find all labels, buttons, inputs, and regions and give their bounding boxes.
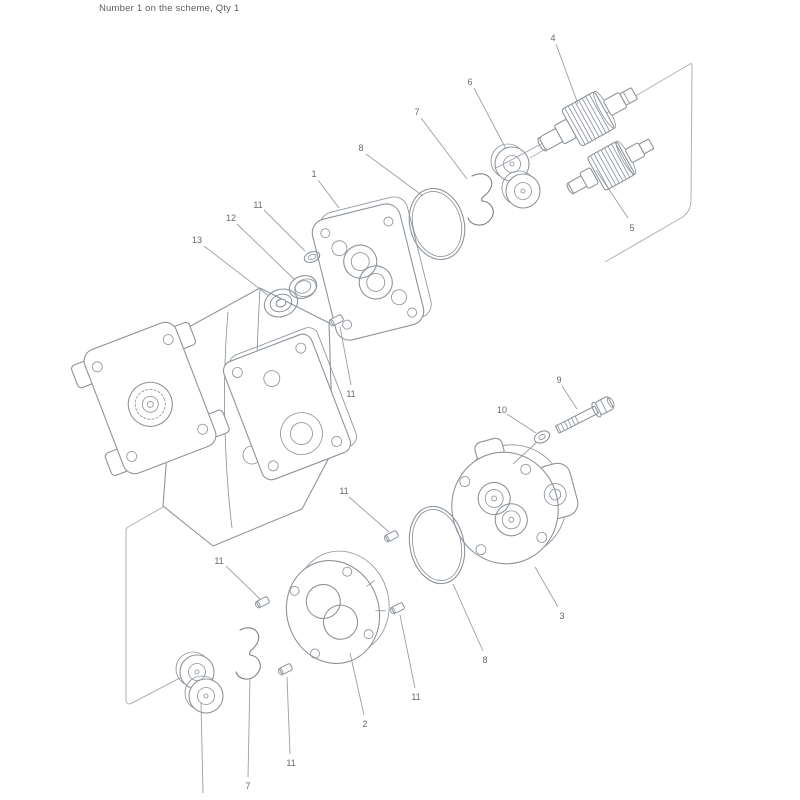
dowel-pin: [383, 530, 399, 543]
leader-line: [286, 676, 291, 755]
leader-line: [200, 701, 204, 794]
drive-gear: [537, 87, 638, 152]
o-ring-bottom: [408, 505, 466, 585]
bearing: [288, 275, 318, 299]
flange-plate-part1: [311, 196, 432, 341]
snap-ring-top: [467, 173, 494, 226]
oil-seal: [263, 288, 299, 318]
callout-label: 8: [482, 655, 487, 665]
assembly-border-top-right: [529, 62, 693, 263]
leader-line: [236, 223, 296, 281]
callout-label: 1: [311, 169, 316, 179]
callout-label: 6: [467, 77, 472, 87]
leader-line: [247, 677, 251, 778]
callout-label: 10: [497, 405, 507, 415]
dowel-pin: [328, 314, 344, 327]
retaining-ring-small: [303, 251, 321, 263]
gear-plates-top: [490, 143, 541, 209]
callout-label: 11: [346, 389, 355, 399]
pump-body: [71, 287, 357, 547]
leader-line: [317, 179, 340, 209]
callout-label: 11: [286, 758, 295, 768]
dowel-pin: [254, 596, 270, 609]
callout-label: 9: [556, 375, 561, 385]
leader-line: [339, 326, 352, 386]
leader-line: [452, 583, 484, 652]
leader-line: [595, 169, 629, 219]
callout-label: 11: [214, 556, 223, 566]
leader-line: [561, 385, 578, 410]
leader-line: [420, 117, 468, 180]
leader-line: [349, 652, 365, 716]
callout-label: 4: [550, 33, 555, 43]
callout-label: 11: [411, 692, 420, 702]
leader-line: [348, 496, 390, 533]
leader-line: [506, 413, 537, 434]
driven-gear: [566, 138, 655, 195]
leader-line: [512, 442, 537, 465]
bolt: [554, 396, 615, 434]
washer: [533, 430, 551, 444]
callout-label: 3: [559, 611, 564, 621]
pump-front-flange: [71, 321, 230, 476]
callout-label: 12: [226, 213, 236, 223]
diagram-note: Number 1 on the scheme, Qty 1: [99, 3, 240, 14]
leader-line: [473, 87, 507, 150]
rear-cover: [451, 437, 579, 565]
dowel-pin: [277, 663, 293, 676]
callout-label: 8: [358, 143, 363, 153]
leader-line: [534, 566, 559, 608]
leader-line: [495, 142, 544, 169]
assembly-border-bottom-left: [125, 469, 229, 705]
callout-label: 7: [245, 781, 250, 791]
callout-label: 13: [192, 235, 202, 245]
callout-label: 5: [629, 223, 634, 233]
leader-line: [225, 565, 261, 600]
leader-line: [555, 43, 579, 105]
leader-line: [263, 209, 306, 252]
callout-label: 11: [253, 200, 262, 210]
leader-line: [399, 614, 416, 689]
bearing-carrier: [285, 550, 390, 665]
dowel-pin: [389, 602, 405, 615]
callout-label: 2: [362, 719, 367, 729]
leader-line: [365, 153, 424, 197]
leader-lines: [200, 43, 629, 794]
callout-label: 11: [339, 486, 348, 496]
snap-ring-bottom: [235, 627, 261, 680]
gear-plates-bottom: [175, 651, 224, 714]
o-ring-top: [408, 187, 466, 261]
callout-label: 7: [414, 107, 419, 117]
pump-rear-flange: [222, 327, 357, 481]
leader-line: [203, 245, 270, 297]
